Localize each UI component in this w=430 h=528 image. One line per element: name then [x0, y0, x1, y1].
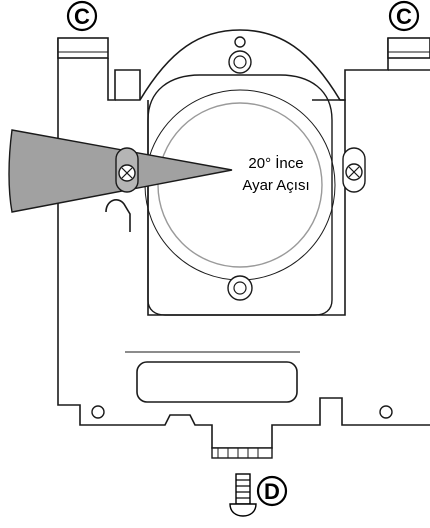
- top-lug: [228, 36, 252, 74]
- lens-circle: [157, 102, 323, 268]
- angle-label-line2: Ayar Açısı: [242, 177, 309, 194]
- bottom-lug: [227, 275, 253, 301]
- bottom-left-hole: [91, 405, 105, 419]
- callout-c-right: C: [388, 0, 420, 32]
- callout-c-left: C: [66, 0, 98, 32]
- angle-label-line1: 20° İnce: [248, 154, 303, 172]
- mounting-plate-outline: [57, 38, 430, 449]
- mounting-plate-right-edge: [312, 38, 389, 101]
- screw-d: [229, 473, 257, 517]
- left-adjust-screw: [115, 147, 139, 193]
- bottom-slot: [136, 361, 298, 403]
- top-left-bracket: [57, 37, 141, 101]
- left-hook: [105, 199, 131, 232]
- callout-c-left-label: C: [74, 4, 90, 29]
- housing-outline: [115, 29, 346, 316]
- callout-c-right-label: C: [396, 4, 412, 29]
- callout-d-label: D: [264, 479, 280, 504]
- bottom-right-hole: [379, 405, 393, 419]
- bottom-connector: [211, 447, 273, 459]
- right-adjust-screw: [342, 147, 366, 193]
- housing-inner-panel: [147, 74, 333, 316]
- top-right-bracket: [387, 37, 430, 71]
- callout-d: D: [256, 475, 288, 507]
